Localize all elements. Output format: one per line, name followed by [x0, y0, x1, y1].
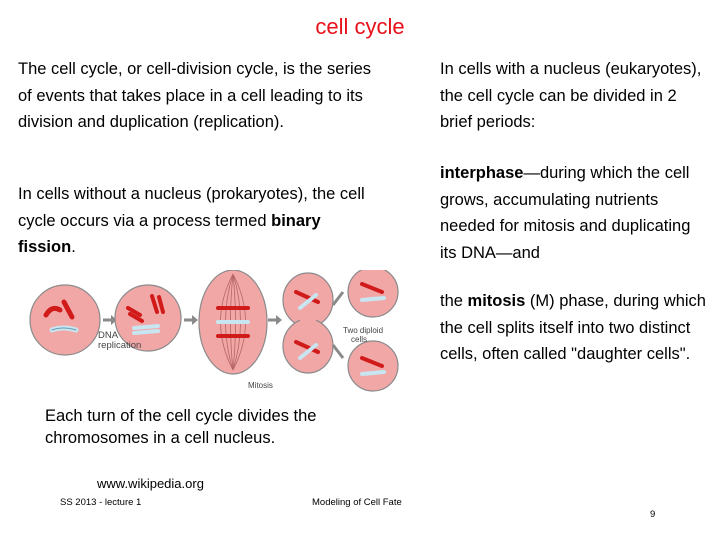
slide-title: cell cycle [315, 14, 405, 39]
footer-lecture: SS 2013 - lecture 1 [60, 497, 142, 508]
cell-cycle-diagram: DNA replication Mitosis Two diploid cell… [29, 270, 399, 392]
figure-caption: Each turn of the cell cycle divides the … [45, 407, 317, 447]
replicated-cell [114, 284, 182, 352]
mitosis-pre: the [440, 292, 463, 310]
mitosis-term: mitosis [467, 292, 526, 310]
footer-course: Modeling of Cell Fate [312, 497, 402, 508]
daughter-cell-top [347, 270, 399, 318]
label-mitosis: Mitosis [248, 381, 273, 390]
paragraph-cell-cycle-definition: The cell cycle, or cell-division cycle, … [18, 60, 372, 131]
interphase-text: —during which the cell grows, accumulati… [440, 164, 691, 262]
paragraph-eukaryotes: In cells with a nucleus (eukaryotes), th… [440, 60, 702, 131]
arrow-head-icon [111, 315, 117, 325]
paragraph-interphase: interphase—during which the cell grows, … [440, 160, 705, 266]
interphase-cell [29, 284, 101, 356]
arrow-head-icon [276, 315, 282, 325]
label-cells: cells [351, 335, 367, 344]
paragraph-mitosis: the mitosis (M) phase, during which the … [440, 288, 710, 368]
page-number: 9 [650, 509, 656, 520]
dividing-cell [282, 272, 334, 374]
arrow-icon [331, 291, 345, 306]
mitosis-cell [198, 270, 268, 375]
daughter-cell-bottom [347, 340, 399, 392]
label-two-diploid: Two diploid [343, 326, 383, 335]
source-link[interactable]: www.wikipedia.org [97, 476, 204, 491]
paragraph-prokaryotes: In cells without a nucleus (prokaryotes)… [18, 181, 373, 261]
arrow-head-icon [192, 315, 198, 325]
label-dna: DNA [98, 330, 119, 341]
label-replication: replication [98, 340, 141, 351]
prokaryotes-period: . [71, 238, 76, 256]
binary-fission-term: binary fission [18, 211, 321, 257]
prokaryotes-text: In cells without a nucleus (prokaryotes)… [18, 185, 365, 230]
arrow-icon [331, 344, 345, 359]
interphase-term: interphase [440, 164, 524, 182]
mitosis-text: (M) phase, during which the cell splits … [440, 292, 706, 363]
